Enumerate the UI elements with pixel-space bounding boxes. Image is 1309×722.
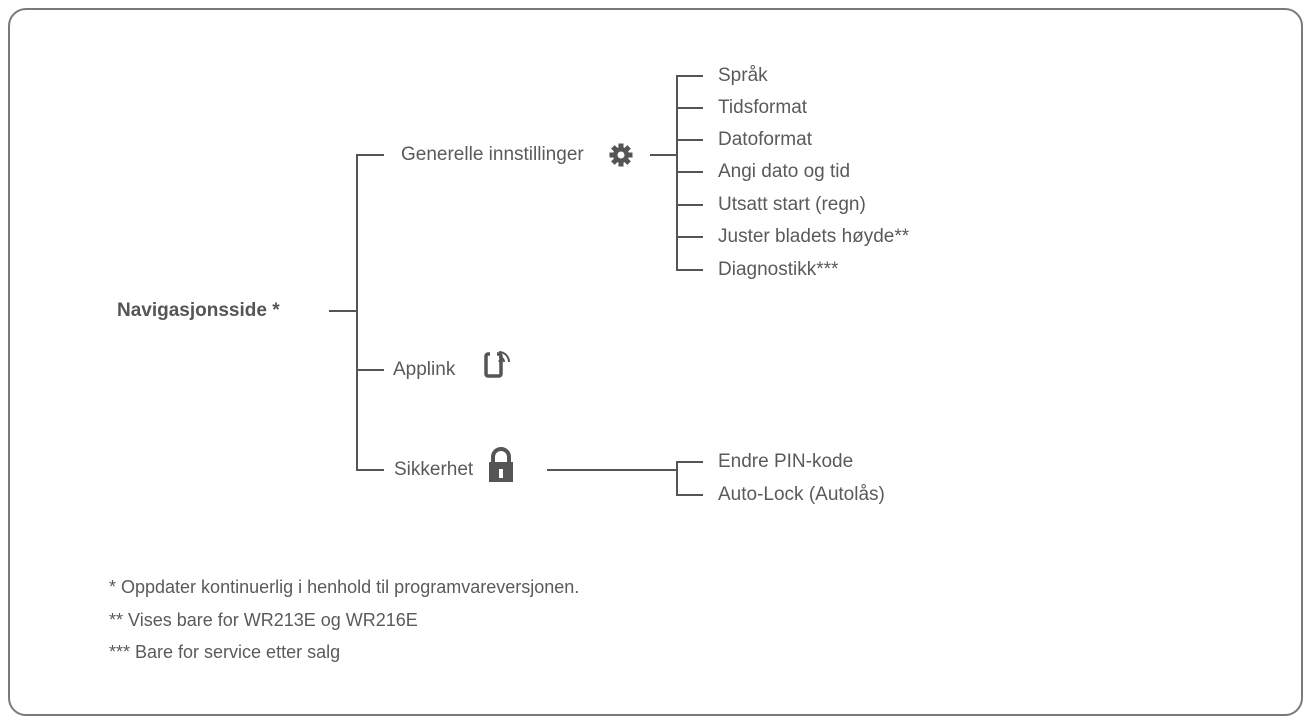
- diagram-frame: [8, 8, 1303, 716]
- general-settings-label: Generelle innstillinger: [401, 144, 584, 165]
- phone-signal-icon: [484, 351, 510, 378]
- child-label-auto-lock: Auto-Lock (Autolås): [718, 484, 885, 505]
- footnote-2: ** Vises bare for WR213E og WR216E: [109, 610, 418, 630]
- child-label-set-date-time: Angi dato og tid: [718, 161, 851, 182]
- root-label: Navigasjonsside *: [117, 300, 280, 321]
- child-label-blade-height: Juster bladets høyde**: [718, 226, 910, 247]
- child-label-language: Språk: [718, 65, 768, 86]
- child-label-change-pin: Endre PIN-kode: [718, 451, 854, 472]
- lock-icon: [489, 447, 513, 482]
- child-label-date-format: Datoformat: [718, 129, 812, 150]
- footnote-1: * Oppdater kontinuerlig i henhold til pr…: [109, 577, 580, 597]
- child-label-delay-start: Utsatt start (regn): [718, 194, 866, 215]
- child-label-diagnostics: Diagnostikk***: [718, 259, 839, 280]
- gear-icon: [609, 143, 633, 167]
- footnote-3: *** Bare for service etter salg: [109, 642, 341, 662]
- security-label: Sikkerhet: [394, 459, 474, 480]
- applink-label: Applink: [393, 359, 456, 380]
- child-label-time-format: Tidsformat: [718, 97, 808, 118]
